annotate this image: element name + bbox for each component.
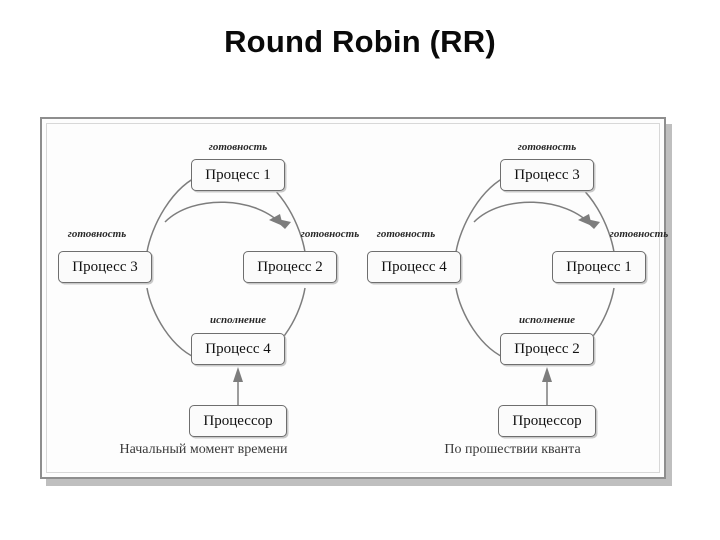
panel-caption-after: По прошествии кванта: [444, 442, 581, 457]
state-label-bottom: исполнение: [518, 314, 576, 326]
figure-frame: готовность Процесс 1 готовность Процесс …: [40, 117, 668, 479]
figure-inner-border: готовность Процесс 1 готовность Процесс …: [46, 123, 668, 473]
processor-box: Процессор: [189, 405, 287, 437]
process-box-right: Процесс 2: [243, 251, 337, 283]
process-box-bottom: Процесс 2: [500, 333, 594, 365]
processor-box: Процессор: [498, 405, 596, 437]
state-label-left: готовность: [67, 228, 127, 240]
process-box-left: Процесс 4: [367, 251, 461, 283]
state-label-left: готовность: [376, 228, 436, 240]
page-title: Round Robin (RR): [224, 24, 496, 59]
process-box-top: Процесс 1: [191, 159, 285, 191]
process-box-bottom: Процесс 4: [191, 333, 285, 365]
process-box-left: Процесс 3: [58, 251, 152, 283]
process-box-right: Процесс 1: [552, 251, 646, 283]
state-label-bottom: исполнение: [209, 314, 267, 326]
state-label-right: готовность: [300, 228, 360, 240]
state-label-top: готовность: [517, 141, 577, 153]
diagram-panel-initial: готовность Процесс 1 готовность Процесс …: [47, 124, 360, 482]
state-label-top: готовность: [208, 141, 268, 153]
process-box-top: Процесс 3: [500, 159, 594, 191]
state-label-right: готовность: [609, 228, 669, 240]
panel-caption-initial: Начальный момент времени: [119, 442, 288, 457]
diagram-panel-after: готовность Процесс 3 готовность Процесс …: [356, 124, 669, 482]
